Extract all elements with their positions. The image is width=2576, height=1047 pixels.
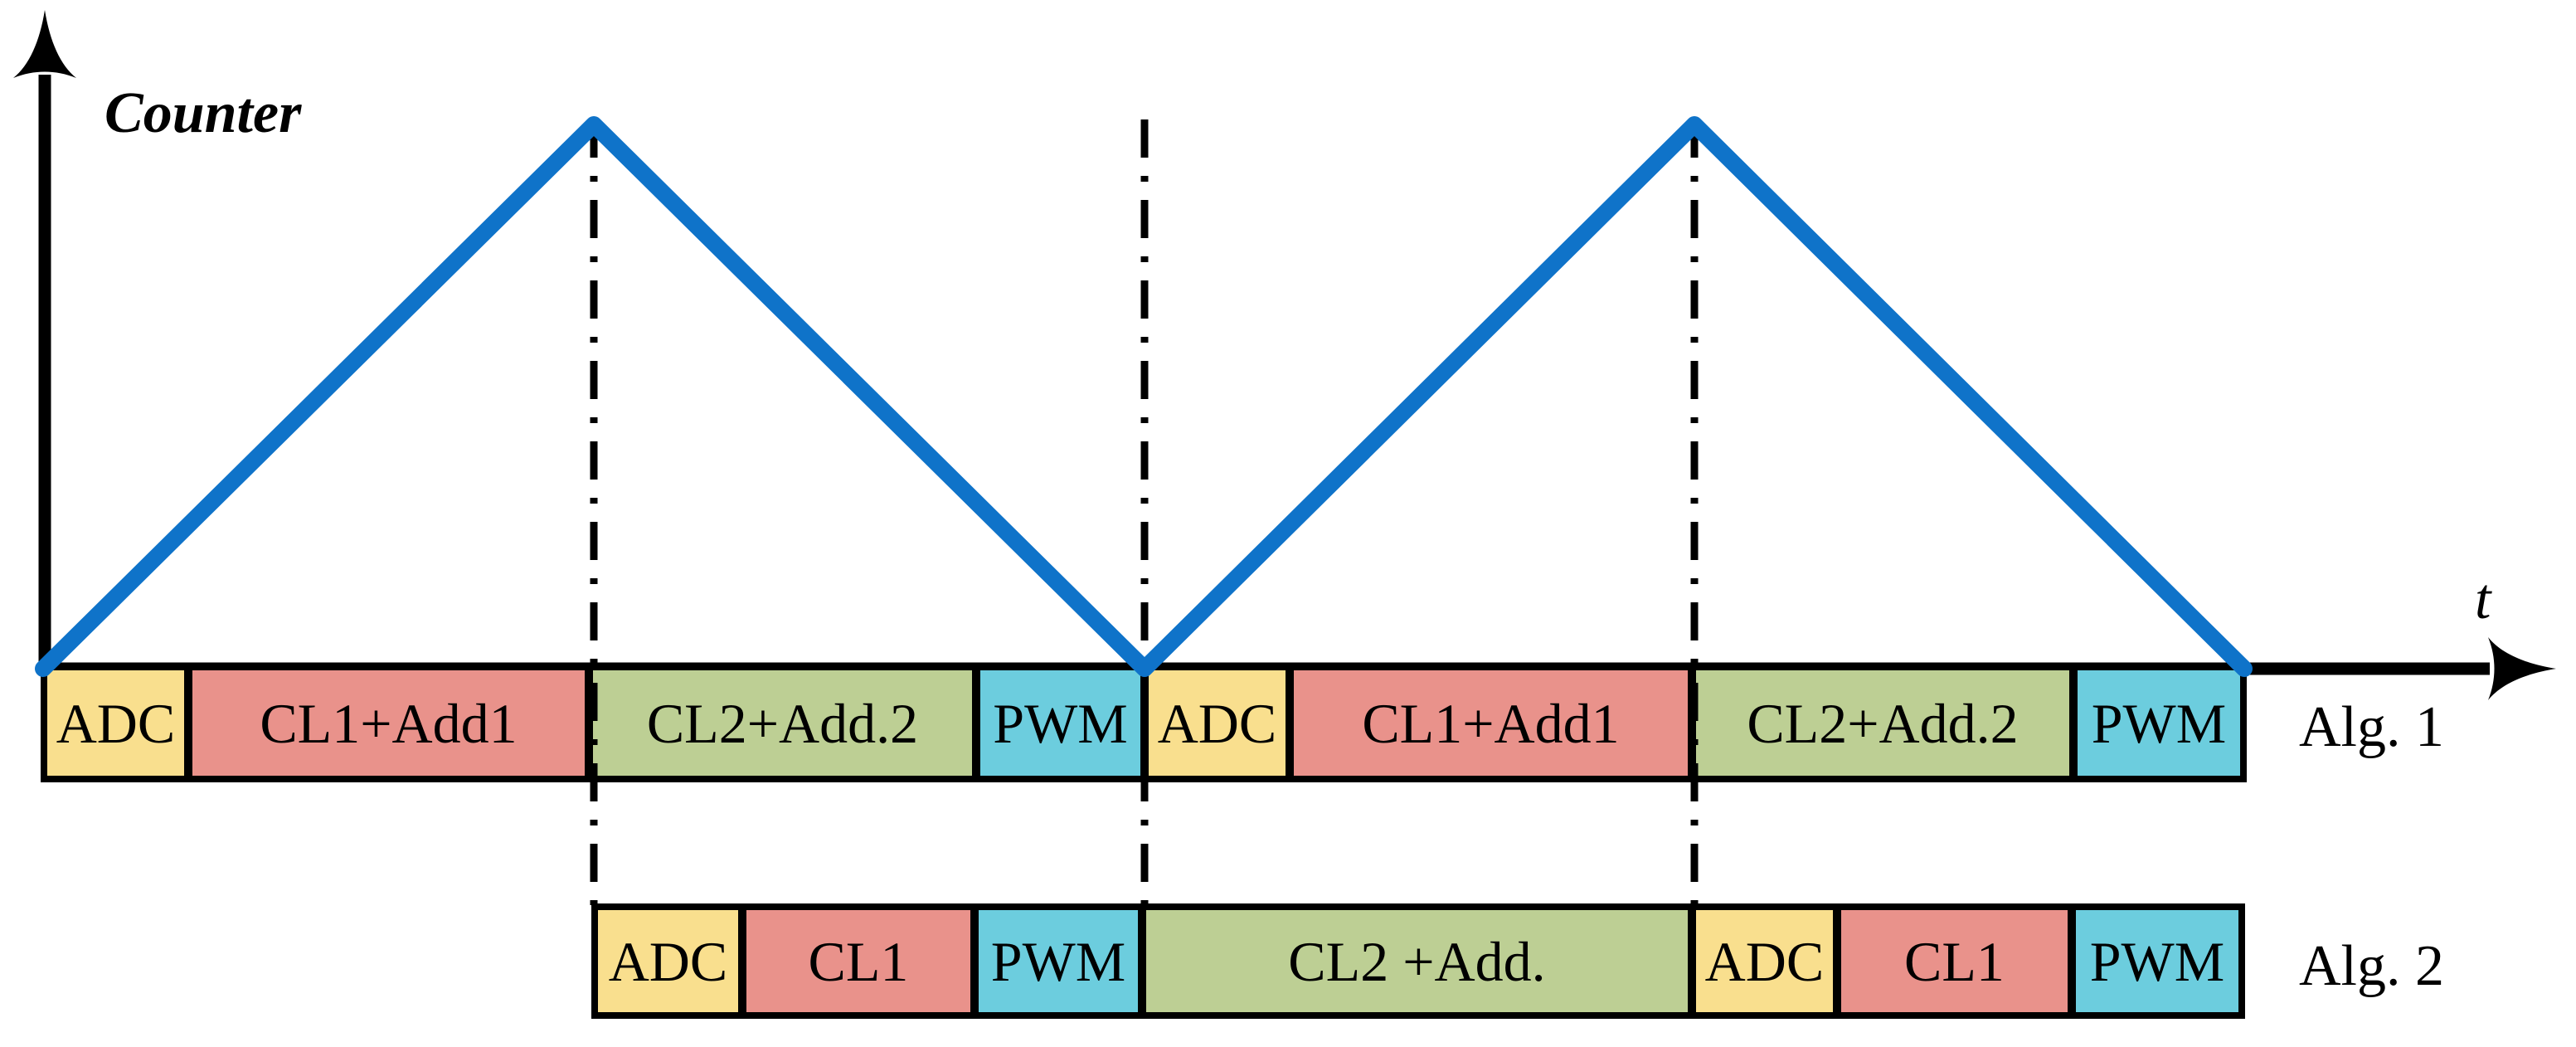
segment-pwm: PWM (2073, 666, 2244, 780)
segment-cl2add: CL2 +Add. (1141, 906, 1692, 1016)
segment-cl1add1: CL1+Add1 (188, 666, 589, 780)
segment-pwm: PWM (974, 906, 1142, 1016)
segment-pwm: PWM (975, 666, 1145, 780)
alg2-label: Alg. 2 (2299, 934, 2444, 998)
x-axis-arrow (2488, 637, 2556, 700)
segment-adc: ADC (594, 906, 742, 1016)
y-axis-arrow (13, 10, 76, 78)
segment-adc: ADC (43, 666, 188, 780)
x-axis-label: t (2475, 567, 2491, 631)
segment-cl2add2: CL2+Add.2 (589, 666, 976, 780)
y-axis-label: Counter (104, 81, 302, 145)
segment-adc: ADC (1691, 906, 1837, 1016)
segment-adc: ADC (1144, 666, 1290, 780)
alg1-label: Alg. 1 (2299, 695, 2444, 759)
segment-cl1: CL1 (741, 906, 975, 1016)
counter-waveform (35, 116, 2253, 677)
segment-cl1: CL1 (1836, 906, 2072, 1016)
segment-cl1add1: CL1+Add1 (1289, 666, 1692, 780)
segment-pwm: PWM (2071, 906, 2243, 1016)
segment-cl2add2: CL2+Add.2 (1692, 666, 2073, 780)
